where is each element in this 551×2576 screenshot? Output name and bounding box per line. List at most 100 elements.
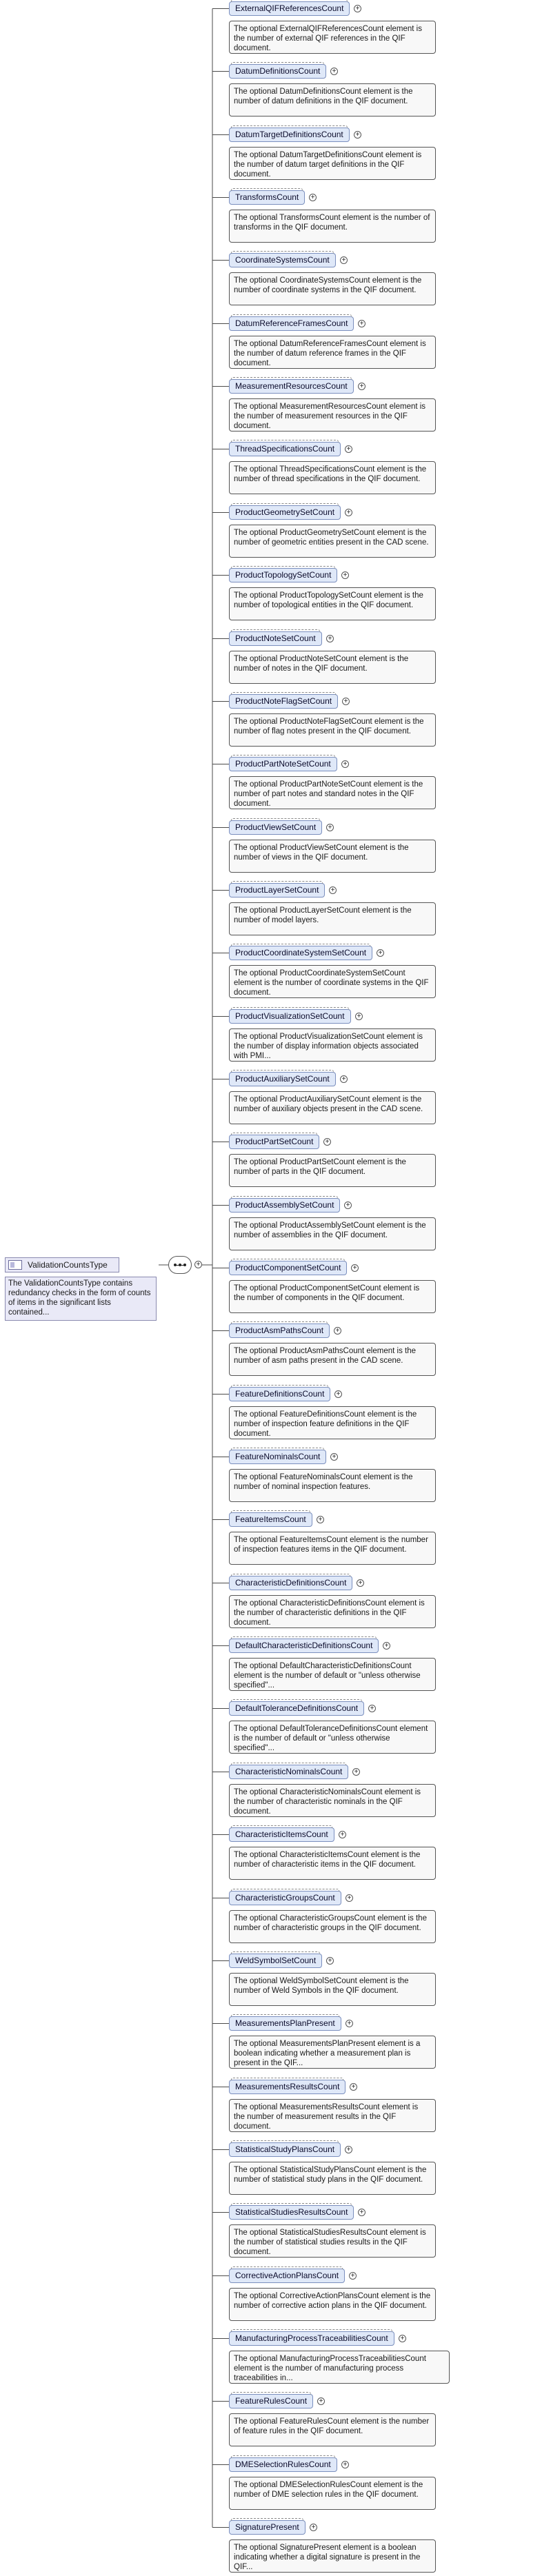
expand-icon[interactable]: + bbox=[317, 2397, 325, 2405]
element-documentation: The optional CoordinateSystemsCount elem… bbox=[229, 272, 436, 305]
element-documentation: The optional ProductVisualizationSetCoun… bbox=[229, 1028, 436, 1062]
expand-icon[interactable]: + bbox=[310, 2524, 317, 2531]
expand-icon[interactable]: + bbox=[368, 1705, 376, 1712]
element-node[interactable]: ProductLayerSetCount bbox=[229, 881, 325, 897]
element-node[interactable]: SignaturePresent bbox=[229, 2518, 305, 2535]
expand-icon[interactable]: + bbox=[326, 1957, 334, 1965]
expand-icon[interactable]: + bbox=[330, 68, 338, 75]
element-documentation: The optional ProductComponentSetCount el… bbox=[229, 1280, 436, 1313]
element-node[interactable]: ProductPartNoteSetCount bbox=[229, 755, 337, 771]
element-node[interactable]: ProductNoteFlagSetCount bbox=[229, 692, 339, 709]
element-node[interactable]: ProductAssemblySetCount bbox=[229, 1196, 341, 1213]
element-node[interactable]: ProductAsmPathsCount bbox=[229, 1321, 330, 1338]
expand-icon[interactable]: + bbox=[345, 445, 352, 453]
element-node[interactable]: ProductPartSetCount bbox=[229, 1133, 320, 1149]
element-node[interactable]: DefaultToleranceDefinitionsCount bbox=[229, 1699, 365, 1716]
expand-icon[interactable]: + bbox=[317, 1516, 324, 1523]
sequence-compositor-icon[interactable] bbox=[168, 1256, 192, 1274]
expand-icon[interactable]: + bbox=[352, 1768, 360, 1776]
expand-icon[interactable]: + bbox=[345, 2020, 353, 2027]
expand-icon[interactable]: + bbox=[330, 1453, 338, 1461]
element-node[interactable]: CorrectiveActionPlansCount bbox=[229, 2266, 345, 2283]
element-node[interactable]: CharacteristicItemsCount bbox=[229, 1825, 334, 1842]
element-node[interactable]: WeldSymbolSetCount bbox=[229, 1951, 323, 1968]
element-documentation: The optional FeatureItemsCount element i… bbox=[229, 1532, 436, 1565]
element-node[interactable]: DatumReferenceFramesCount bbox=[229, 314, 354, 331]
element-documentation: The optional CharacteristicItemsCount el… bbox=[229, 1847, 436, 1880]
element-node[interactable]: MeasurementsPlanPresent bbox=[229, 2014, 341, 2031]
element-node[interactable]: ProductViewSetCount bbox=[229, 818, 323, 835]
expand-icon[interactable]: + bbox=[351, 1264, 359, 1272]
element-node[interactable]: DMESelectionRulesCount bbox=[229, 2455, 337, 2472]
expand-icon[interactable]: + bbox=[345, 509, 352, 516]
element-node[interactable]: DefaultCharacteristicDefinitionsCount bbox=[229, 1636, 379, 1653]
element-node[interactable]: ProductVisualizationSetCount bbox=[229, 1007, 351, 1024]
element-node[interactable]: FeatureItemsCount bbox=[229, 1510, 312, 1527]
expand-icon[interactable]: + bbox=[354, 5, 361, 12]
element-node[interactable]: FeatureRulesCount bbox=[229, 2392, 314, 2408]
compositor-expand-icon[interactable]: + bbox=[194, 1261, 202, 1268]
expand-icon[interactable]: + bbox=[309, 194, 317, 201]
element-node[interactable]: CharacteristicNominalsCount bbox=[229, 1763, 349, 1779]
element-node[interactable]: ExternalQIFReferencesCount bbox=[229, 0, 350, 16]
element-node[interactable]: ManufacturingProcessTraceabilitiesCount bbox=[229, 2329, 394, 2346]
expand-icon[interactable]: + bbox=[358, 2209, 365, 2216]
element-documentation: The optional ExternalQIFReferencesCount … bbox=[229, 21, 436, 54]
expand-icon[interactable]: + bbox=[339, 1831, 346, 1838]
expand-icon[interactable]: + bbox=[345, 1894, 353, 1902]
expand-icon[interactable]: + bbox=[355, 1013, 363, 1020]
element-node[interactable]: FeatureDefinitionsCount bbox=[229, 1385, 331, 1401]
element-node[interactable]: TransformsCount bbox=[229, 188, 305, 205]
expand-icon[interactable]: + bbox=[350, 2083, 357, 2091]
element-node[interactable]: DatumDefinitionsCount bbox=[229, 62, 327, 79]
expand-icon[interactable]: + bbox=[358, 320, 365, 327]
element-node[interactable]: ThreadSpecificationsCount bbox=[229, 440, 341, 456]
element-documentation: The optional MeasurementsPlanPresent ele… bbox=[229, 2036, 436, 2069]
element-node[interactable]: CharacteristicGroupsCount bbox=[229, 1889, 341, 1905]
expand-icon[interactable]: + bbox=[334, 1327, 341, 1335]
element-node[interactable]: MeasurementResourcesCount bbox=[229, 377, 354, 394]
element-node[interactable]: DatumTargetDefinitionsCount bbox=[229, 125, 350, 142]
expand-icon[interactable]: + bbox=[357, 1579, 364, 1587]
expand-icon[interactable]: + bbox=[341, 571, 349, 579]
expand-icon[interactable]: + bbox=[323, 1138, 331, 1146]
expand-icon[interactable]: + bbox=[354, 131, 361, 139]
element-node[interactable]: ProductAuxiliarySetCount bbox=[229, 1070, 336, 1086]
expand-icon[interactable]: + bbox=[399, 2335, 406, 2342]
expand-icon[interactable]: + bbox=[341, 760, 349, 768]
element-node[interactable]: CoordinateSystemsCount bbox=[229, 251, 336, 267]
element-node[interactable]: StatisticalStudyPlansCount bbox=[229, 2140, 341, 2157]
expand-icon[interactable]: + bbox=[342, 698, 350, 705]
element-documentation: The optional ProductViewSetCount element… bbox=[229, 840, 436, 873]
type-node[interactable]: ValidationCountsType bbox=[5, 1257, 119, 1272]
expand-icon[interactable]: + bbox=[377, 949, 384, 957]
element-node[interactable]: CharacteristicDefinitionsCount bbox=[229, 1574, 353, 1590]
element-documentation: The optional MeasurementsResultsCount el… bbox=[229, 2099, 436, 2132]
expand-icon[interactable]: + bbox=[344, 1201, 352, 1209]
expand-icon[interactable]: + bbox=[358, 383, 365, 390]
element-documentation: The optional ProductAsmPathsCount elemen… bbox=[229, 1343, 436, 1376]
element-node[interactable]: StatisticalStudiesResultsCount bbox=[229, 2203, 354, 2220]
element-node[interactable]: ProductTopologySetCount bbox=[229, 566, 338, 582]
element-node[interactable]: ProductNoteSetCount bbox=[229, 629, 322, 646]
expand-icon[interactable]: + bbox=[345, 2146, 352, 2153]
expand-icon[interactable]: + bbox=[329, 886, 337, 894]
element-node[interactable]: ProductCoordinateSystemSetCount bbox=[229, 944, 373, 960]
expand-icon[interactable]: + bbox=[340, 256, 348, 264]
element-documentation: The optional StatisticalStudyPlansCount … bbox=[229, 2162, 436, 2195]
element-node[interactable]: ProductComponentSetCount bbox=[229, 1259, 348, 1275]
element-node[interactable]: ProductGeometrySetCount bbox=[229, 503, 341, 520]
expand-icon[interactable]: + bbox=[349, 2272, 357, 2280]
element-documentation: The optional CharacteristicNominalsCount… bbox=[229, 1784, 436, 1817]
expand-icon[interactable]: + bbox=[326, 635, 334, 642]
element-node[interactable]: MeasurementsResultsCount bbox=[229, 2078, 346, 2094]
expand-icon[interactable]: + bbox=[334, 1390, 342, 1398]
element-documentation: The optional TransformsCount element is … bbox=[229, 210, 436, 243]
expand-icon[interactable]: + bbox=[341, 2461, 349, 2468]
expand-icon[interactable]: + bbox=[383, 1642, 390, 1650]
element-node[interactable]: FeatureNominalsCount bbox=[229, 1448, 327, 1464]
expand-icon[interactable]: + bbox=[340, 1075, 348, 1083]
element-documentation: The optional ProductTopologySetCount ele… bbox=[229, 587, 436, 620]
element-documentation: The optional SignaturePresent element is… bbox=[229, 2539, 436, 2573]
expand-icon[interactable]: + bbox=[326, 824, 334, 831]
